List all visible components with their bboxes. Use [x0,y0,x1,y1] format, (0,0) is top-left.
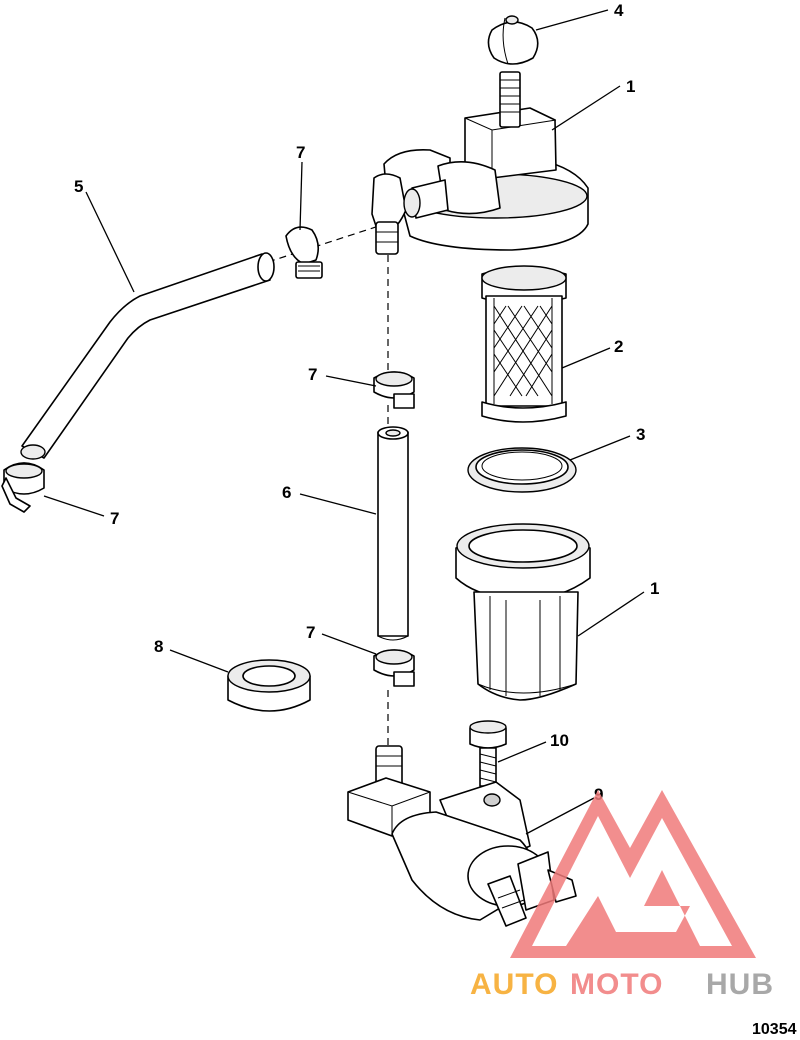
part-7-clamp-low [373,649,415,687]
callout-8-grommet: 8 [154,637,163,656]
watermark-logo: AUTO MOTO HUB [470,790,774,1001]
part-9-fuel-pump [347,745,577,927]
part-7-clamp-left [1,462,45,513]
watermark-triangle-outer [510,790,756,958]
callout-6-hose-straight: 6 [282,483,291,502]
callout-10-screw: 10 [550,731,569,750]
part-6-straight-hose [377,426,409,641]
part-1-filter-head [371,71,589,255]
callout-7-clamp-left: 7 [110,509,119,528]
callout-3-o-ring: 3 [636,425,645,444]
callout-7-clamp-mid: 7 [308,365,317,384]
callout-7-clamp-top: 7 [296,143,305,162]
figure-number: 10354 [752,1021,797,1038]
leader-lines [43,9,645,835]
callout-1-filter-head: 1 [626,77,635,96]
part-7-clamp-mid [373,371,415,409]
callout-4-nut: 4 [614,1,624,20]
part-2-filter-element [481,265,567,423]
watermark-text-auto: AUTO [470,968,558,1001]
part-10-screw [469,720,507,787]
part-5-curved-hose [20,252,275,460]
part-8-grommet [227,659,311,712]
part-7-clamp-top [285,226,323,279]
callout-7-clamp-low: 7 [306,623,315,642]
part-3-o-ring [467,447,577,493]
watermark-text-moto: MOTO [570,968,663,1001]
assembly-centerlines [267,223,389,745]
watermark-text-hub: HUB [706,968,774,1001]
filter-mesh [493,305,553,397]
part-1-filter-bowl [455,523,591,701]
callout-2-filter-element: 2 [614,337,623,356]
callout-labels: 4 1 7 5 2 7 3 7 6 1 8 7 10 9 [74,1,659,804]
callout-5-hose: 5 [74,177,83,196]
part-4-cap-nut [487,15,539,65]
callout-1-filter-bowl: 1 [650,579,659,598]
